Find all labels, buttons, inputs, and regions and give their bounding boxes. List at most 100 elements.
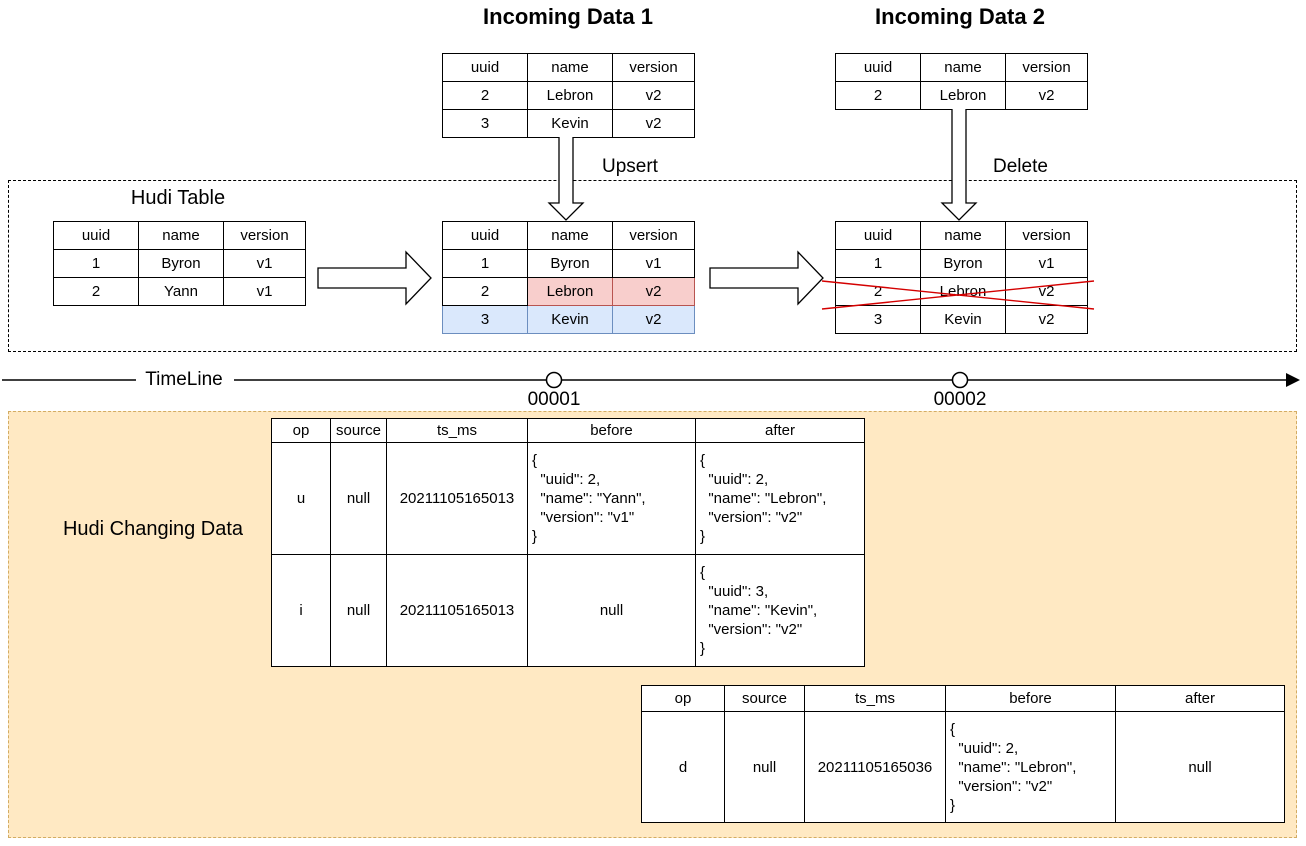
delete-label: Delete [993,156,1048,177]
cell-version: v2 [1005,305,1088,334]
table-row: 1 Byron v1 [442,249,695,278]
cell-uuid: 2 [835,81,921,110]
cell-ts-ms: 20211105165013 [386,554,528,667]
cell-uuid-inserted: 3 [442,305,528,334]
hudi-initial-table: uuid name version 1 Byron v1 2 Yann v1 [53,221,306,306]
table-row-updated: 2 Lebron v2 [442,277,695,306]
cell-before: { "uuid": 2, "name": "Yann", "version": … [527,442,696,555]
table-header-row: uuid name version [53,221,306,250]
header-name: name [920,221,1006,250]
hudi-table-box [8,180,1297,352]
header-name: name [920,53,1006,82]
table-header-row: op source ts_ms before after [271,418,865,443]
cell-version: v2 [1005,277,1088,306]
header-version: version [612,221,695,250]
header-uuid: uuid [835,221,921,250]
cell-after: { "uuid": 2, "name": "Lebron", "version"… [695,442,865,555]
header-ts-ms: ts_ms [386,418,528,443]
header-version: version [1005,221,1088,250]
cell-version-updated: v2 [612,277,695,306]
table-row-deleted: 2 Lebron v2 [835,277,1088,306]
hudi-upserted-table: uuid name version 1 Byron v1 2 Lebron v2… [442,221,695,334]
header-source: source [330,418,387,443]
cell-uuid: 2 [442,81,528,110]
table-header-row: uuid name version [442,53,695,82]
incoming-data-1-title: Incoming Data 1 [483,4,653,29]
cell-name: Yann [138,277,224,306]
cell-uuid: 1 [835,249,921,278]
header-uuid: uuid [442,221,528,250]
header-before: before [527,418,696,443]
hudi-deleted-table: uuid name version 1 Byron v1 2 Lebron v2… [835,221,1088,334]
table-row: 3 Kevin v2 [442,109,695,138]
header-op: op [641,685,725,712]
cell-source: null [724,711,805,823]
cell-version: v2 [612,109,695,138]
cell-version: v1 [223,249,306,278]
cell-name: Lebron [920,81,1006,110]
cell-version: v2 [612,81,695,110]
cell-ts-ms: 20211105165013 [386,442,528,555]
cdc-row-delete: d null 20211105165036 { "uuid": 2, "name… [641,711,1285,823]
cell-source: null [330,442,387,555]
cell-version: v1 [223,277,306,306]
upsert-label: Upsert [602,156,658,177]
timeline-instant-1: 00001 [527,389,581,410]
cell-source: null [330,554,387,667]
cell-name-updated: Lebron [527,277,613,306]
cell-uuid: 2 [442,277,528,306]
header-version: version [612,53,695,82]
cell-name: Kevin [527,109,613,138]
cell-op: u [271,442,331,555]
header-before: before [945,685,1116,712]
table-row: 2 Yann v1 [53,277,306,306]
hudi-changing-data-label: Hudi Changing Data [62,518,244,540]
cell-before: { "uuid": 2, "name": "Lebron", "version"… [945,711,1116,823]
cell-version-inserted: v2 [612,305,695,334]
table-header-row: uuid name version [835,53,1088,82]
cdc-table-commit-1: op source ts_ms before after u null 2021… [271,418,865,667]
cell-name: Byron [527,249,613,278]
table-row: 2 Lebron v2 [442,81,695,110]
cell-uuid: 1 [442,249,528,278]
header-version: version [223,221,306,250]
table-row: 2 Lebron v2 [835,81,1088,110]
table-header-row: op source ts_ms before after [641,685,1285,712]
cell-name-inserted: Kevin [527,305,613,334]
cell-uuid: 2 [53,277,139,306]
header-op: op [271,418,331,443]
header-name: name [527,221,613,250]
timeline-label: TimeLine [145,369,223,390]
timeline-instant-marker-1 [545,371,563,389]
header-name: name [527,53,613,82]
cell-version: v2 [1005,81,1088,110]
table-row-inserted: 3 Kevin v2 [442,305,695,334]
incoming-data-2-title: Incoming Data 2 [875,4,1045,29]
hudi-table-label: Hudi Table [130,187,226,209]
header-ts-ms: ts_ms [804,685,946,712]
timeline-instant-marker-2 [951,371,969,389]
cell-ts-ms: 20211105165036 [804,711,946,823]
header-uuid: uuid [442,53,528,82]
cell-name: Byron [920,249,1006,278]
header-after: after [1115,685,1285,712]
incoming-data-2-table: uuid name version 2 Lebron v2 [835,53,1088,110]
cell-uuid: 3 [835,305,921,334]
cell-uuid: 3 [442,109,528,138]
header-after: after [695,418,865,443]
timeline-instant-2: 00002 [933,389,987,410]
cell-uuid: 2 [835,277,921,306]
cell-after: null [1115,711,1285,823]
cell-version: v1 [612,249,695,278]
cell-name: Kevin [920,305,1006,334]
cdc-table-commit-2: op source ts_ms before after d null 2021… [641,685,1285,823]
header-name: name [138,221,224,250]
cell-name: Lebron [920,277,1006,306]
cell-after: { "uuid": 3, "name": "Kevin", "version":… [695,554,865,667]
cell-name: Byron [138,249,224,278]
header-version: version [1005,53,1088,82]
cell-op: d [641,711,725,823]
cdc-row-insert: i null 20211105165013 null { "uuid": 3, … [271,554,865,667]
cell-before: null [527,554,696,667]
